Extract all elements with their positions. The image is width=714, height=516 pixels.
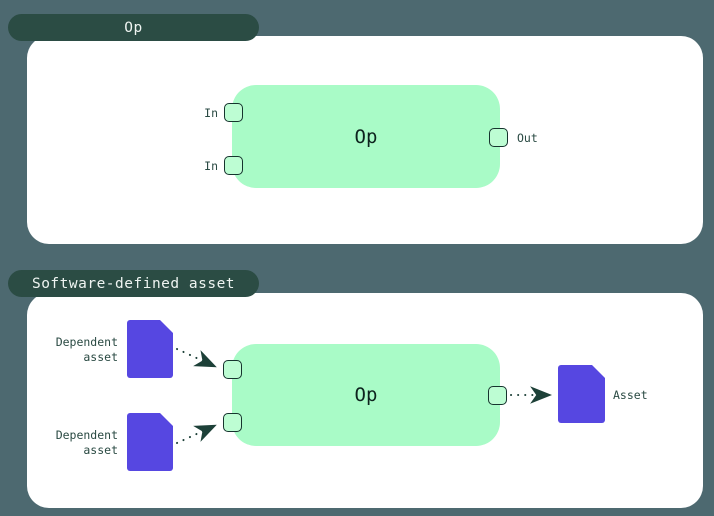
dependent-asset-label-1: Dependent asset <box>55 335 118 364</box>
asset-doc-icon <box>558 365 605 423</box>
sda-op-node: Op <box>232 344 500 446</box>
dependent-asset-doc-icon-2 <box>127 413 173 471</box>
dependent-asset-doc-icon-1 <box>127 320 173 378</box>
tab-sda: Software-defined asset <box>8 270 259 297</box>
op-node-title: Op <box>354 125 378 148</box>
tab-op: Op <box>8 14 259 41</box>
op-node: Op <box>232 85 500 188</box>
dependent-asset-label-2: Dependent asset <box>55 428 118 457</box>
output-label: Out <box>517 131 538 145</box>
input-handle-1 <box>224 103 243 122</box>
tab-op-label: Op <box>124 19 143 36</box>
input-handle-2 <box>224 156 243 175</box>
sda-input-handle-2 <box>223 413 242 432</box>
tab-sda-label: Software-defined asset <box>31 275 236 292</box>
asset-label: Asset <box>613 388 648 402</box>
sda-output-handle <box>488 386 507 405</box>
sda-op-node-title: Op <box>354 384 378 406</box>
sda-input-handle-1 <box>223 360 242 379</box>
input-label-2: In <box>204 159 218 173</box>
output-handle <box>489 128 508 147</box>
input-label-1: In <box>204 106 218 120</box>
